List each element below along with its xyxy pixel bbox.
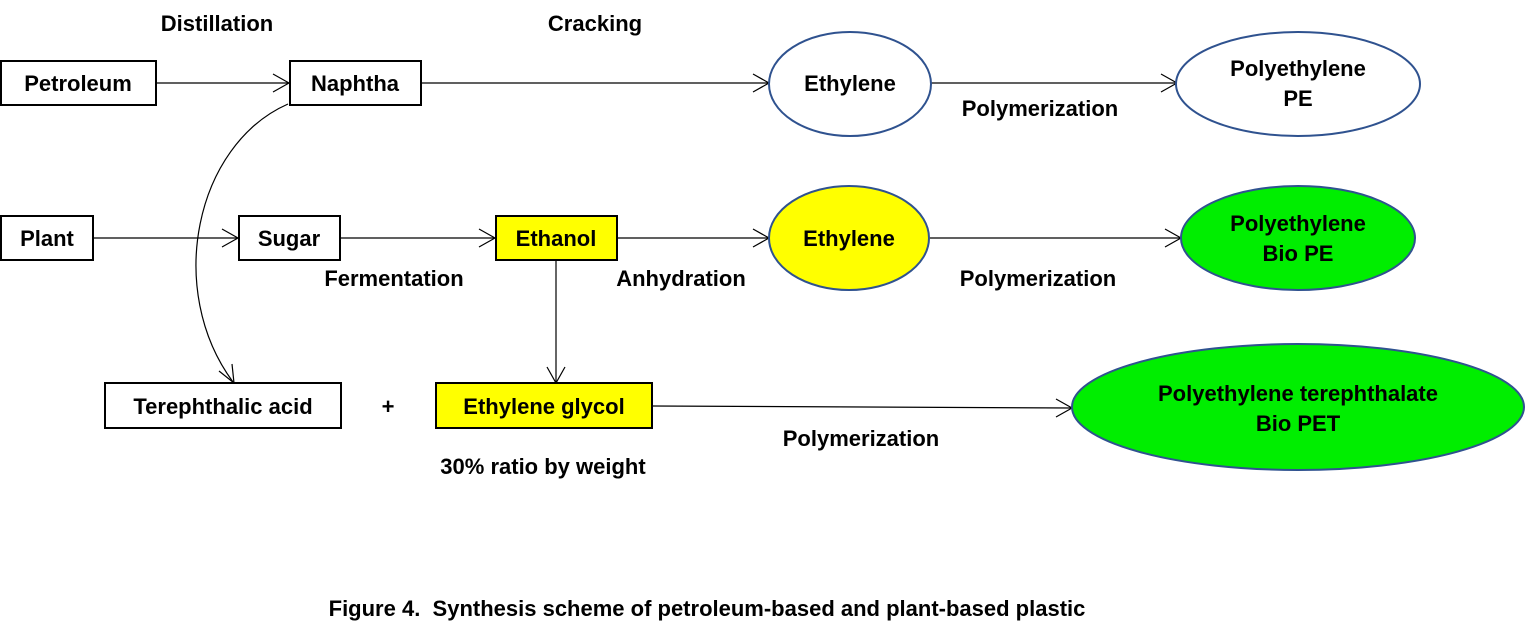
label-anhydration: Anhydration [616,266,746,291]
label-plus: + [382,394,395,419]
node-plant: Plant [0,215,94,261]
label-ratio: 30% ratio by weight [440,454,646,479]
edge-glycol-biopet [651,405,1072,409]
node-bio-pe-label-line2: Bio PE [1263,241,1334,266]
node-terephthalic-acid: Terephthalic acid [104,382,342,429]
label-distillation: Distillation [161,11,273,36]
node-ethanol-label: Ethanol [516,226,597,251]
label-fermentation: Fermentation [324,266,463,291]
node-terephthalic-acid-label: Terephthalic acid [133,394,312,419]
node-ethylene-glycol-label: Ethylene glycol [463,394,624,419]
label-polymerization-biopet: Polymerization [783,426,939,451]
node-naphtha-label: Naphtha [311,71,400,96]
label-polymerization-biope: Polymerization [960,266,1116,291]
process-labels: Distillation Cracking Polymerization Fer… [161,11,1118,479]
label-cracking: Cracking [548,11,642,36]
node-bio-pe-label-line1: Polyethylene [1230,211,1366,236]
node-ethylene-glycol: Ethylene glycol [435,382,653,429]
figure-caption: Figure 4. Synthesis scheme of petroleum-… [328,596,1086,621]
node-plant-label: Plant [20,226,74,251]
node-bio-pet-label-line2: Bio PET [1256,411,1341,436]
node-ethylene-petro: Ethylene [768,31,932,137]
node-naphtha: Naphtha [289,60,422,106]
label-polymerization-pe: Polymerization [962,96,1118,121]
node-pe-label-line1: Polyethylene [1230,56,1366,81]
node-bio-pet-label-line1: Polyethylene terephthalate [1158,381,1438,406]
edges [93,73,1183,418]
node-petroleum-label: Petroleum [24,71,132,96]
node-ethylene-petro-label: Ethylene [804,71,896,96]
node-ethylene-bio: Ethylene [768,185,930,291]
node-petroleum: Petroleum [0,60,157,106]
node-sugar: Sugar [238,215,341,261]
edge-naphtha-terephthalic [195,103,289,383]
node-bio-pe: Polyethylene Bio PE [1180,185,1416,291]
node-bio-pet: Polyethylene terephthalate Bio PET [1071,343,1525,471]
node-pe-label-line2: PE [1283,86,1312,111]
node-pe: Polyethylene PE [1175,31,1421,137]
node-sugar-label: Sugar [258,226,321,251]
node-ethylene-bio-label: Ethylene [803,226,895,251]
node-ethanol: Ethanol [495,215,618,261]
